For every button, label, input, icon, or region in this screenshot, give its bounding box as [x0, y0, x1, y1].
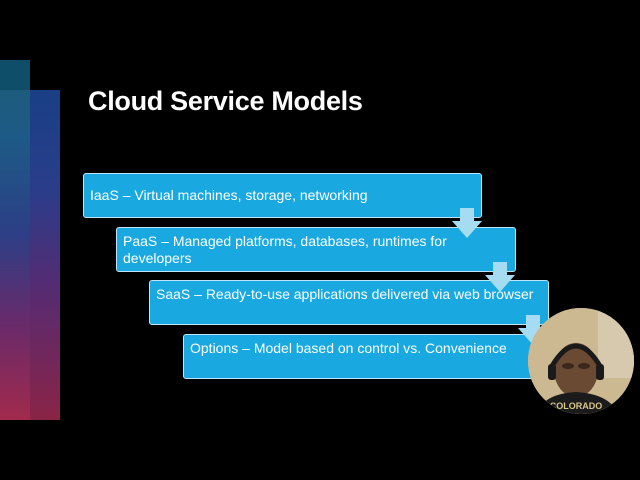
step-paas: PaaS – Managed platforms, databases, run…	[116, 227, 516, 272]
decorative-gradient-bar-inner	[30, 90, 60, 420]
step-iaas-text: IaaS – Virtual machines, storage, networ…	[90, 187, 368, 203]
step-paas-text: PaaS – Managed platforms, databases, run…	[123, 233, 447, 266]
decorative-gradient-bar-outer	[0, 60, 30, 420]
step-saas-text: SaaS – Ready-to-use applications deliver…	[156, 286, 534, 302]
presenter-video: COLORADO	[528, 308, 634, 414]
down-arrow-icon	[452, 208, 482, 238]
shirt-text: COLORADO	[550, 401, 603, 411]
down-arrow-icon	[518, 315, 548, 345]
slide-title: Cloud Service Models	[88, 86, 363, 116]
webcam-overlay: COLORADO	[528, 308, 634, 414]
decorative-gradient-bar-cap	[0, 60, 30, 90]
step-saas: SaaS – Ready-to-use applications deliver…	[149, 280, 549, 325]
down-arrow-icon	[485, 262, 515, 292]
step-options-text: Options – Model based on control vs. Con…	[190, 340, 507, 356]
step-options: Options – Model based on control vs. Con…	[183, 334, 583, 379]
step-iaas: IaaS – Virtual machines, storage, networ…	[83, 173, 482, 218]
